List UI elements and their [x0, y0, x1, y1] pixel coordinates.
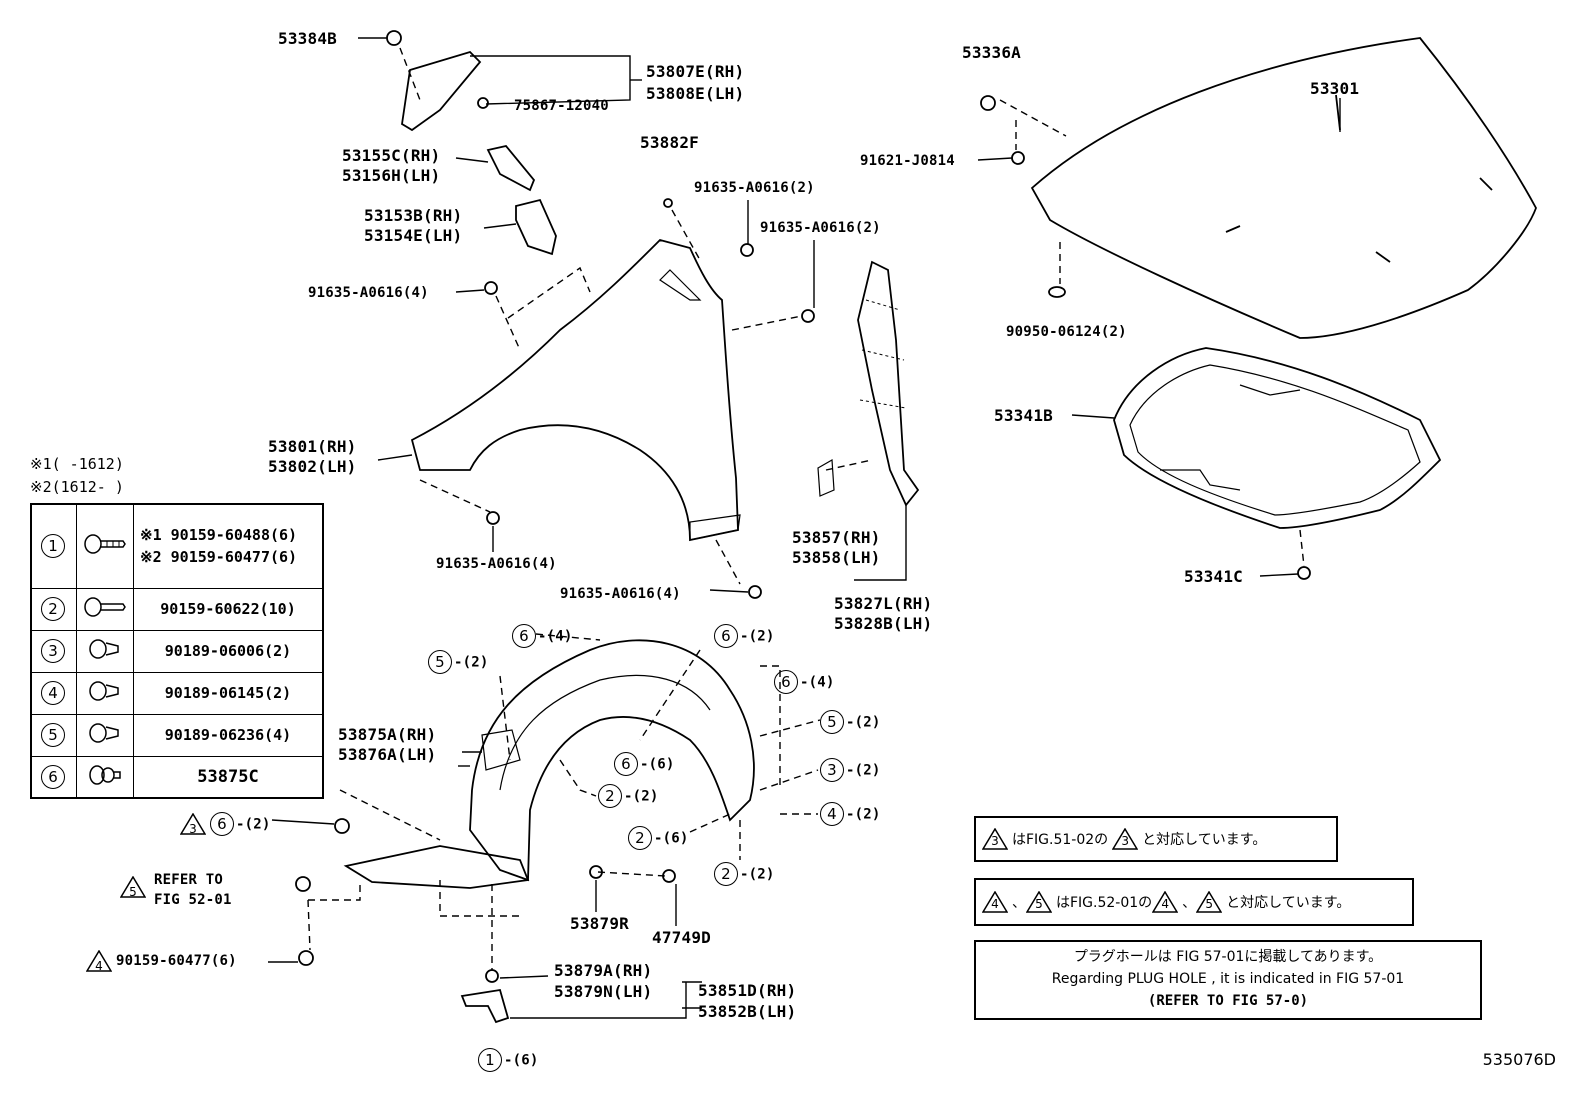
label-91621: 91621-J0814	[860, 153, 955, 169]
bracket-53851D	[460, 988, 510, 1024]
triangle-3-icon: 3	[180, 813, 206, 836]
fender-seal-53153B	[515, 198, 557, 256]
fender-bracket	[857, 260, 920, 507]
callout-6-2a: 6-(2)	[714, 624, 775, 648]
label-90950: 90950-06124(2)	[1006, 324, 1127, 340]
under-cover	[343, 845, 530, 889]
legend-pn: 90189-06006(2)	[133, 629, 324, 673]
legend-pn: 90159-60622(10)	[133, 587, 324, 631]
label-53807E: 53807E(RH)	[646, 62, 745, 81]
label-53801: 53801(RH)	[268, 437, 357, 456]
legend-row: 1 ※1 90159-60488(6) ※2 90159-60477(6)	[30, 503, 324, 589]
label-53802: 53802(LH)	[268, 457, 357, 476]
hood-insulator	[1113, 347, 1442, 529]
callout-3-2: 3-(2)	[820, 758, 881, 782]
note-1: ※1( -1612)	[30, 455, 124, 473]
screw-icon	[76, 503, 134, 589]
clip-icon	[76, 713, 134, 757]
callout-6-4b: 6-(4)	[774, 670, 835, 694]
callout-2-2b: 2-(2)	[714, 862, 775, 886]
label-53154E: 53154E(LH)	[364, 226, 463, 245]
label-91635-b: 91635-A0616(2)	[760, 220, 881, 236]
label-53808E: 53808E(LH)	[646, 84, 745, 103]
label-53341B: 53341B	[994, 406, 1053, 425]
fastener-legend-table: 1 ※1 90159-60488(6) ※2 90159-60477(6) 2 9…	[30, 503, 324, 799]
legend-row: 3 90189-06006(2)	[30, 629, 324, 673]
plug-hole-refer: (REFER TO FIG 57-0)	[1147, 993, 1309, 1009]
callout-6-4a: 6-(4)	[512, 624, 573, 648]
label-53852B: 53852B(LH)	[698, 1002, 797, 1021]
callout-2-2a: 2-(2)	[598, 784, 659, 808]
figure-id: 535076D	[1482, 1050, 1556, 1069]
ref-box-plug-hole: プラグホールは FIG 57-01に掲載してあります。 Regarding PL…	[974, 940, 1482, 1020]
callout-6-6: 6-(6)	[614, 752, 675, 776]
label-53858: 53858(LH)	[792, 548, 881, 567]
label-53301: 53301	[1310, 79, 1360, 98]
legend-row: 4 90189-06145(2)	[30, 671, 324, 715]
label-53336A: 53336A	[962, 43, 1021, 62]
label-53875A: 53875A(RH)	[338, 725, 437, 744]
label-91635-c: 91635-A0616(4)	[308, 285, 429, 301]
label-53155C: 53155C(RH)	[342, 146, 441, 165]
callout-1-6: 1-(6)	[478, 1048, 539, 1072]
clip-icon	[76, 629, 134, 673]
note-2: ※2(1612- )	[30, 478, 124, 496]
legend-pn: ※1 90159-60488(6)	[140, 526, 298, 545]
legend-row: 6 53875C	[30, 755, 324, 799]
triangle-4-icon: 4	[86, 950, 112, 973]
callout-5-2a: 5-(2)	[428, 650, 489, 674]
legend-pn: 53875C	[133, 755, 324, 799]
callout-4-2: 4-(2)	[820, 802, 881, 826]
label-53384B: 53384B	[278, 29, 337, 48]
label-53879A: 53879A(RH)	[554, 961, 653, 980]
label-53879R: 53879R	[570, 914, 629, 933]
label-53828B: 53828B(LH)	[834, 614, 933, 633]
label-53879N: 53879N(LH)	[554, 982, 653, 1001]
label-53156H: 53156H(LH)	[342, 166, 441, 185]
legend-pn-alt: ※2 90159-60477(6)	[140, 548, 298, 567]
clip-53384B	[386, 30, 402, 46]
hood-panel	[1030, 37, 1537, 339]
label-53882F: 53882F	[640, 133, 699, 152]
fender-liner	[469, 639, 755, 882]
legend-pn: 90189-06145(2)	[133, 671, 324, 715]
label-91635-d: 91635-A0616(4)	[436, 556, 557, 572]
plug-hole-en: Regarding PLUG HOLE , it is indicated in…	[1051, 971, 1405, 987]
fender-seal-53155C	[486, 145, 536, 192]
callout-2-6: 2-(6)	[628, 826, 689, 850]
screw-icon	[76, 587, 134, 631]
label-47749D: 47749D	[652, 928, 711, 947]
label-53341C: 53341C	[1184, 567, 1243, 586]
triangle-5-icon: 5	[120, 876, 146, 899]
rivet-icon	[76, 755, 134, 799]
label-53876A: 53876A(LH)	[338, 745, 437, 764]
label-53857: 53857(RH)	[792, 528, 881, 547]
label-91635-a: 91635-A0616(2)	[694, 180, 815, 196]
label-53153B: 53153B(RH)	[364, 206, 463, 225]
clip-icon	[76, 671, 134, 715]
legend-num: 1	[30, 503, 77, 589]
fender-panel	[410, 238, 739, 542]
label-53851D: 53851D(RH)	[698, 981, 797, 1000]
label-53827L: 53827L(RH)	[834, 594, 933, 613]
callout-5-2b: 5-(2)	[820, 710, 881, 734]
legend-row: 5 90189-06236(4)	[30, 713, 324, 757]
fender-top-bracket	[401, 50, 482, 132]
label-75867: 75867-12040	[514, 98, 609, 114]
legend-row: 2 90159-60622(10)	[30, 587, 324, 631]
plug-hole-ja: プラグホールは FIG 57-01に掲載してあります。	[1073, 949, 1383, 965]
label-91635-e: 91635-A0616(4)	[560, 586, 681, 602]
legend-pn: 90189-06236(4)	[133, 713, 324, 757]
